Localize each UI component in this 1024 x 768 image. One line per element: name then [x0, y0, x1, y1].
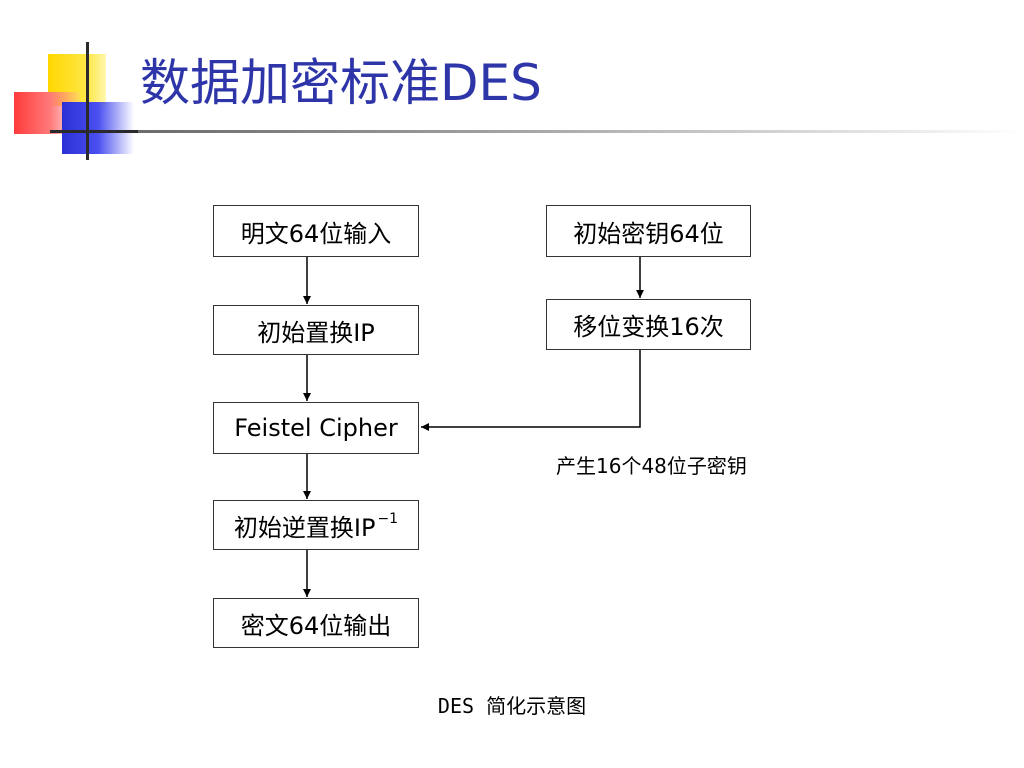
box-shift-transform: 移位变换16次: [546, 299, 751, 350]
box-inverse-permutation-label: 初始逆置换IP: [233, 513, 376, 542]
box-ciphertext-output: 密文64位输出: [213, 598, 419, 648]
diagram-caption: DES 简化示意图: [437, 694, 587, 718]
box-shift-transform-label: 移位变换16次: [573, 313, 724, 341]
box-feistel-cipher: Feistel Cipher: [213, 402, 419, 454]
logo-horizontal-line: [50, 130, 138, 133]
box-feistel-cipher-label: Feistel Cipher: [234, 414, 398, 442]
subkeys-annotation: 产生16个48位子密钥: [556, 454, 747, 478]
slide-title: 数据加密标准DES: [140, 54, 542, 112]
box-plaintext-input: 明文64位输入: [213, 205, 419, 257]
title-underline: [138, 130, 1024, 133]
box-initial-key-label: 初始密钥64位: [573, 219, 724, 248]
box-inverse-permutation-superscript: −1: [377, 511, 399, 527]
box-initial-permutation: 初始置换IP: [213, 305, 419, 355]
logo-vertical-line: [86, 42, 89, 160]
box-ciphertext-output-label: 密文64位输出: [240, 611, 392, 640]
box-inverse-permutation: 初始逆置换IP−1: [213, 500, 419, 550]
box-initial-permutation-label: 初始置换IP: [257, 318, 375, 347]
box-plaintext-input-label: 明文64位输入: [240, 219, 392, 248]
slide-logo-decoration: [0, 0, 160, 170]
box-initial-key: 初始密钥64位: [546, 205, 751, 257]
logo-blue-square: [62, 102, 134, 154]
arrow-shift-to-feistel: [421, 350, 641, 431]
